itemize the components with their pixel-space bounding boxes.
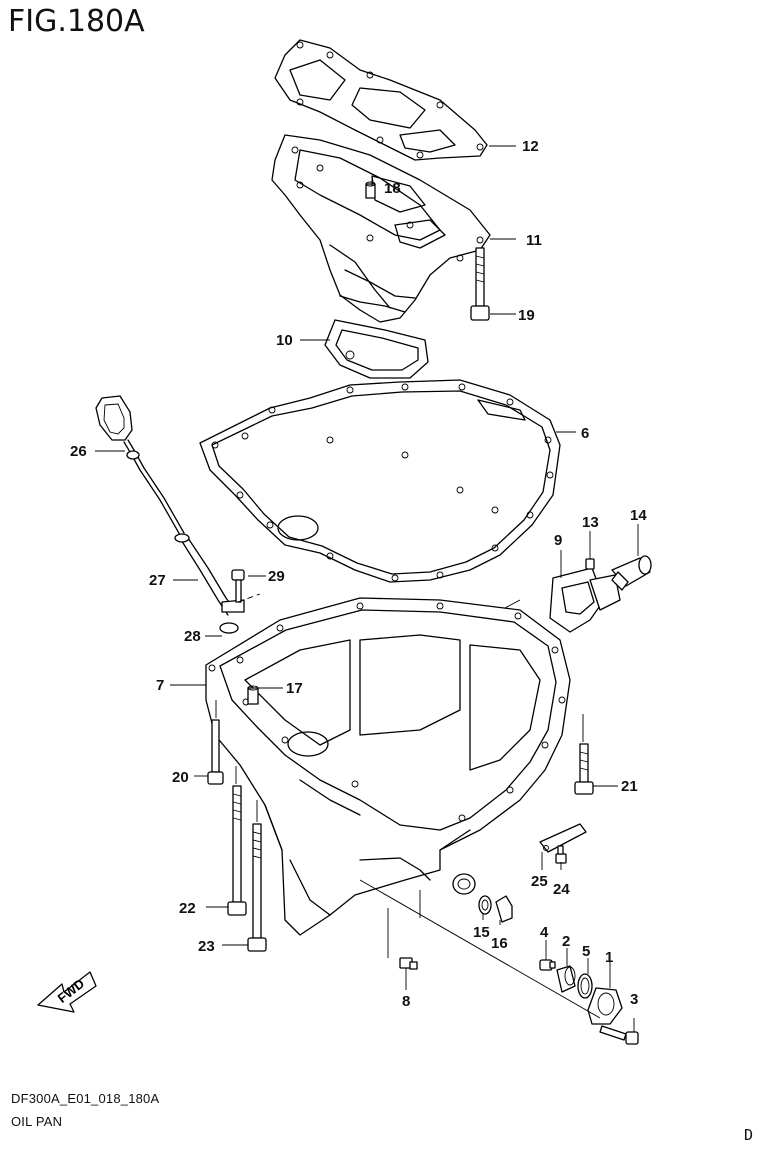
callout-28: 28 — [184, 628, 201, 645]
leader-lines — [95, 145, 639, 1032]
callout-8: 8 — [402, 993, 410, 1010]
bolt-20 — [207, 719, 224, 785]
gasket-12 — [274, 39, 488, 161]
callout-25: 25 — [531, 873, 548, 890]
pin-18 — [365, 181, 376, 199]
callout-1: 1 — [605, 949, 613, 966]
callout-18: 18 — [384, 180, 401, 197]
washer-15 — [478, 895, 492, 915]
callout-11: 11 — [526, 232, 542, 249]
part-group-name: OIL PAN — [11, 1114, 63, 1129]
bracket-25 — [539, 823, 587, 853]
bolt-29 — [231, 569, 245, 603]
callout-13: 13 — [582, 514, 599, 531]
callout-14: 14 — [630, 507, 647, 524]
drain-plug-16 — [495, 895, 513, 923]
dipstick-guide-27 — [174, 533, 245, 616]
adapter-9 — [549, 567, 621, 633]
callout-26: 26 — [70, 443, 87, 460]
callout-22: 22 — [179, 900, 196, 917]
o-ring-5 — [577, 973, 593, 999]
bolt-4 — [539, 959, 556, 971]
callout-17: 17 — [286, 680, 303, 697]
housing-11 — [271, 134, 491, 323]
callout-2: 2 — [562, 933, 570, 950]
callout-4: 4 — [540, 924, 549, 941]
callout-23: 23 — [198, 938, 215, 955]
dipstick-26 — [95, 395, 185, 536]
oil-pan-7 — [205, 597, 571, 936]
bolt-24 — [555, 845, 567, 864]
bolt-3 — [599, 1025, 639, 1045]
callout-3: 3 — [630, 991, 638, 1008]
screw-13 — [585, 558, 595, 570]
o-ring-28 — [219, 622, 239, 634]
gasket-10 — [324, 319, 429, 379]
gasket-6 — [199, 379, 561, 583]
figure-title: FIG.180A — [8, 4, 145, 39]
callout-24: 24 — [553, 881, 570, 898]
callout-21: 21 — [621, 778, 638, 795]
bolt-22 — [227, 785, 247, 916]
callout-9: 9 — [554, 532, 562, 549]
fwd-arrow: FWD — [37, 971, 97, 1013]
diagram-code: DF300A_E01_018_180A — [11, 1091, 160, 1106]
bolt-23 — [247, 823, 267, 952]
collar-2 — [556, 965, 576, 993]
callout-7: 7 — [156, 677, 164, 694]
callout-10: 10 — [276, 332, 293, 349]
pin-17 — [247, 685, 259, 705]
callout-20: 20 — [172, 769, 189, 786]
callout-5: 5 — [582, 943, 590, 960]
corner-mark: D — [744, 1126, 754, 1144]
callout-16: 16 — [491, 935, 508, 952]
callout-6: 6 — [581, 425, 589, 442]
sensor-14 — [611, 555, 652, 591]
callout-labels: 12 18 11 19 10 6 26 13 14 9 27 29 28 7 1… — [70, 138, 647, 1010]
bolt-19 — [470, 247, 490, 321]
flange-1 — [587, 987, 623, 1025]
callout-27: 27 — [149, 572, 166, 589]
bolt-21 — [574, 743, 594, 795]
callout-29: 29 — [268, 568, 285, 585]
plug-8 — [399, 957, 418, 970]
callout-12: 12 — [522, 138, 539, 155]
callout-19: 19 — [518, 307, 535, 324]
callout-15: 15 — [473, 924, 490, 941]
